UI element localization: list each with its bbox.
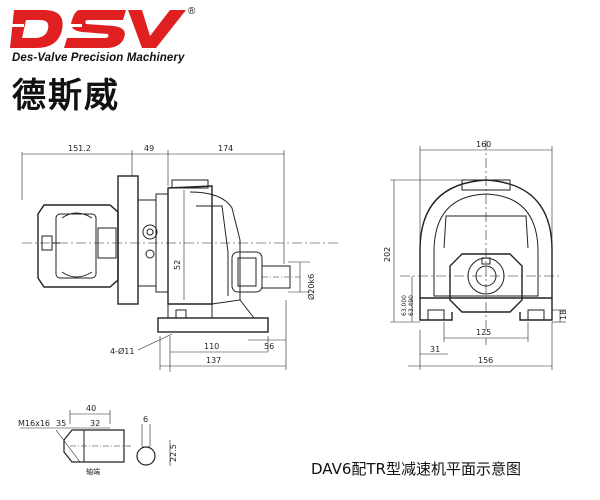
dim-202: 202	[383, 247, 392, 262]
dsv-logo-mark	[10, 10, 186, 48]
logo-letter-d	[10, 10, 63, 48]
dim-40: 40	[86, 404, 96, 413]
dim-18: 18	[559, 310, 568, 320]
dim-22-5: 22.5	[169, 444, 178, 462]
dim-52: 52	[173, 260, 182, 270]
dim-63-b: 63.490	[408, 295, 415, 316]
logo-letter-s	[64, 10, 126, 48]
registered-mark: ®	[188, 6, 196, 17]
logo-letter-v	[128, 10, 186, 48]
dim-49: 49	[144, 144, 154, 153]
dim-160: 160	[476, 140, 491, 149]
front-view-gearbox	[400, 140, 560, 345]
side-view-dimension-lines	[21, 150, 310, 372]
dim-shaft-dia: Ø20k6	[306, 274, 316, 300]
dim-35: 35	[56, 419, 66, 428]
drawing-caption: DAV6配TR型减速机平面示意图	[311, 460, 521, 478]
brand-logo-block: ® Des-Valve Precision Machinery 德斯威	[0, 0, 240, 116]
dim-63-a: 63.000	[401, 295, 408, 316]
dim-31: 31	[430, 345, 440, 354]
side-view-gearbox	[157, 179, 300, 333]
dim-6: 6	[143, 415, 148, 424]
dim-151-2: 151.2	[68, 144, 91, 153]
brand-chinese-name: 德斯威	[12, 76, 120, 116]
shaft-detail	[20, 410, 171, 466]
dim-110: 110	[204, 342, 219, 351]
dim-holes: 4-Ø11	[110, 346, 134, 356]
dim-174: 174	[218, 144, 233, 153]
dim-32: 32	[90, 419, 100, 428]
dim-156: 156	[478, 356, 493, 365]
dim-thread: M16x16	[18, 419, 50, 428]
brand-tagline: Des-Valve Precision Machinery	[12, 52, 185, 64]
side-view-actuator	[22, 175, 340, 305]
shaft-note: 轴端	[86, 467, 100, 476]
front-view-dimension-lines	[390, 146, 566, 370]
dimension-labels: 151.2 49 174 52 Ø20k6 110 56 137 4-Ø11 1…	[18, 140, 568, 476]
dim-137: 137	[206, 356, 221, 365]
dim-56: 56	[264, 342, 274, 351]
dim-125: 125	[476, 328, 491, 337]
